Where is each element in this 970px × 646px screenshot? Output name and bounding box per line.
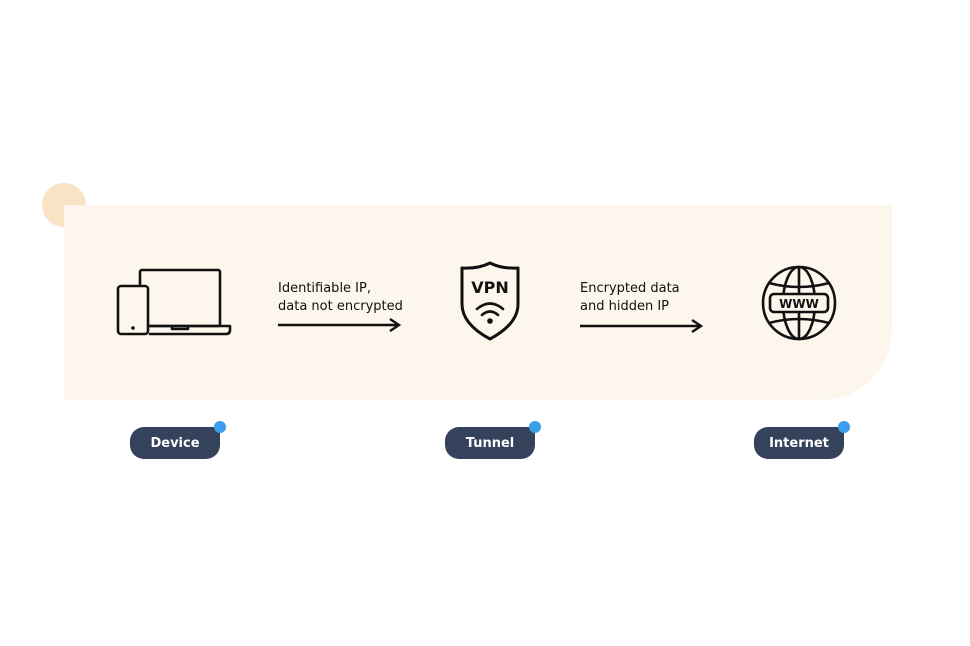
link-label-unencrypted: Identifiable IP, data not encrypted: [278, 280, 403, 316]
arrow-right-icon: [278, 318, 402, 332]
status-dot: [838, 421, 850, 433]
link-label-line: data not encrypted: [278, 299, 403, 314]
step-label: Device: [150, 435, 200, 451]
link-label-encrypted: Encrypted data and hidden IP: [580, 280, 680, 316]
step-label: Internet: [769, 435, 829, 451]
status-dot: [214, 421, 226, 433]
link-label-line: and hidden IP: [580, 299, 669, 314]
vpn-shield-icon: VPN: [460, 261, 520, 341]
step-pill-internet: Internet: [754, 421, 850, 459]
devices-icon: [116, 268, 232, 336]
step-label: Tunnel: [465, 435, 515, 451]
arrow-right-icon: [580, 319, 704, 333]
status-dot: [529, 421, 541, 433]
link-label-line: Encrypted data: [580, 281, 680, 296]
flow-panel: [64, 205, 892, 400]
www-badge-text: WWW: [779, 297, 819, 311]
step-pill-device: Device: [130, 421, 226, 459]
globe-www-icon: WWW: [761, 265, 837, 341]
link-label-line: Identifiable IP,: [278, 281, 371, 296]
vpn-badge-text: VPN: [471, 278, 509, 297]
step-pill-tunnel: Tunnel: [445, 421, 541, 459]
